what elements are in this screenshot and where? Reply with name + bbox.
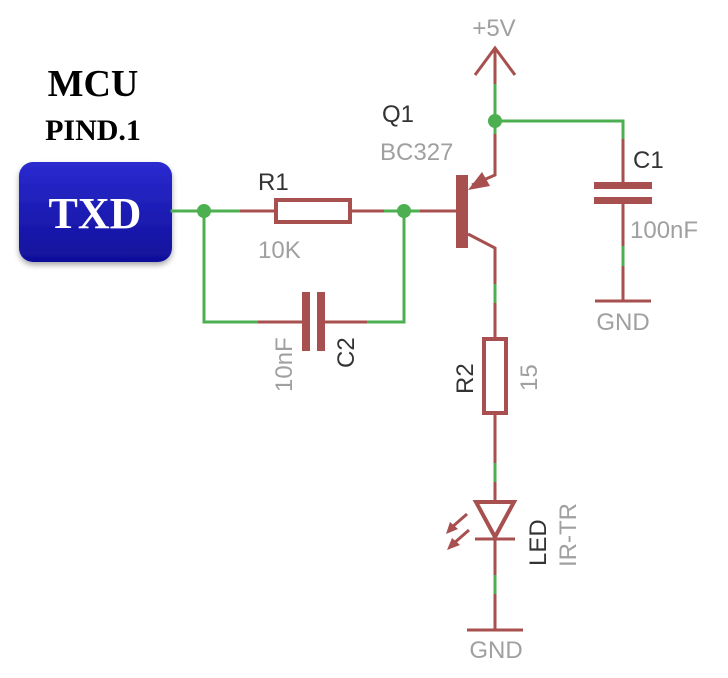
c2-name: C2 (333, 337, 360, 368)
ground-led: GND (467, 594, 523, 664)
c1-name: C1 (633, 147, 664, 174)
r1-name: R1 (258, 169, 289, 196)
mcu-txd-block[interactable]: TXD (19, 162, 172, 262)
junction-right (397, 204, 411, 218)
wire-c1-top (493, 119, 625, 141)
led-ir[interactable]: LED IR-TR (446, 482, 582, 575)
wire-c2-right (365, 209, 406, 324)
mcu-pin-label: PIND.1 (45, 114, 141, 147)
mcu-txd-box[interactable] (19, 162, 172, 262)
ground-c1: GND (595, 266, 651, 336)
junction-vcc (488, 114, 502, 128)
q1-name: Q1 (382, 101, 414, 128)
led-ray2-head (447, 538, 460, 550)
capacitor-c1[interactable]: C1 100nF (594, 139, 698, 246)
resistor-r1[interactable]: R1 10K (240, 169, 384, 264)
r1-value: 10K (258, 237, 301, 264)
c2-plate-left (302, 292, 310, 351)
txd-label: TXD (49, 189, 142, 238)
resistor-r2[interactable]: R2 15 (452, 303, 543, 463)
vcc-label: +5V (472, 15, 515, 42)
mcu-title: MCU (48, 63, 139, 105)
gnd1-label: GND (596, 309, 649, 336)
led-name: LED (525, 519, 552, 566)
transistor-q1[interactable]: Q1 BC327 (380, 101, 497, 284)
q1-base-bar (456, 175, 468, 248)
r2-value: 15 (516, 364, 543, 391)
capacitor-c2[interactable]: 10nF C2 (258, 292, 367, 392)
r2-body (482, 337, 508, 415)
wire-c2-left (202, 209, 260, 324)
q1-collector (467, 232, 497, 284)
r2-name: R2 (452, 363, 479, 394)
q1-emitter-arrow-icon (468, 172, 490, 190)
r1-body (274, 198, 352, 224)
led-triangle-icon (472, 500, 518, 542)
vcc-symbol: +5V (472, 15, 517, 84)
led-value: IR-TR (555, 503, 582, 567)
c2-value: 10nF (271, 337, 298, 392)
c1-plate-top (594, 182, 652, 189)
c1-value: 100nF (630, 217, 698, 244)
junction-left (197, 204, 211, 218)
c2-plate-right (317, 292, 325, 351)
q1-value: BC327 (380, 139, 453, 166)
c1-plate-bottom (594, 197, 652, 204)
led-ray1-head (446, 522, 458, 534)
gnd2-label: GND (469, 637, 522, 664)
